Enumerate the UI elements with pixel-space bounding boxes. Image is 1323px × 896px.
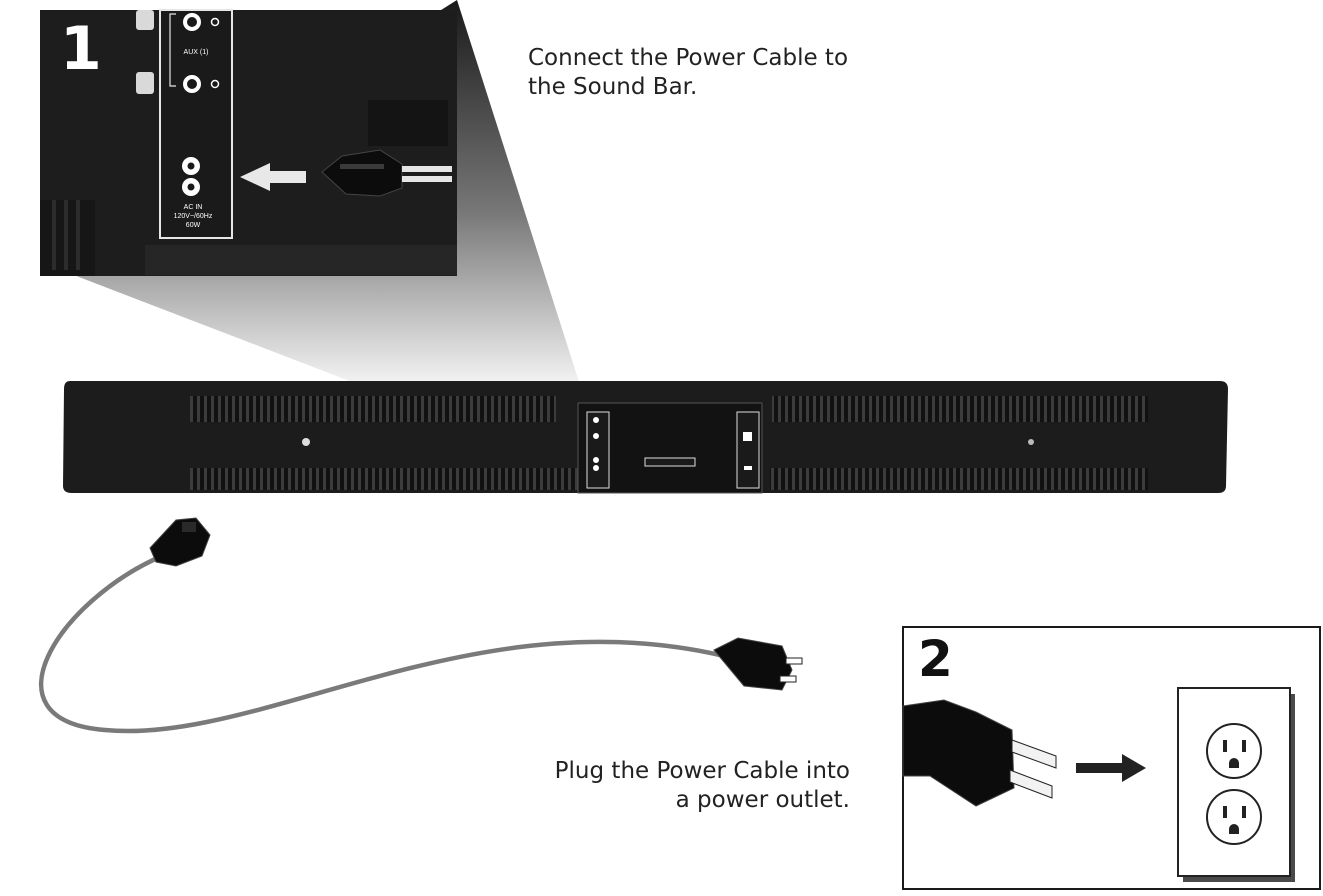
inset-power-plug-icon xyxy=(321,149,452,197)
inset-rear-panel: AUX (1) AC IN 120V~/60Hz 60W xyxy=(40,9,457,276)
sound-bar xyxy=(63,381,1228,494)
mount-hole-right xyxy=(1028,439,1034,445)
step2-instruction-line1: Plug the Power Cable into xyxy=(554,758,850,784)
ac-in-label-2: 120V~/60Hz xyxy=(174,213,213,220)
aux-jack-bottom xyxy=(183,75,201,93)
power-outlet-icon xyxy=(1177,687,1295,882)
power-cable xyxy=(38,553,721,734)
step1-instruction: Connect the Power Cable to the Sound Bar… xyxy=(528,44,848,102)
power-plug-icon xyxy=(713,637,803,691)
arrow-right-icon xyxy=(1076,754,1146,782)
mount-hole-left xyxy=(302,438,310,446)
step2-instruction: Plug the Power Cable into a power outlet… xyxy=(470,757,850,815)
power-connector-icon xyxy=(149,517,211,567)
step2-box xyxy=(902,626,1321,890)
arrow-left-icon xyxy=(240,163,306,191)
step1-number: 1 xyxy=(60,14,102,84)
ac-in-socket xyxy=(182,157,200,196)
step2-power-plug-icon xyxy=(902,699,1057,807)
aux-jack-top xyxy=(183,13,201,31)
step1-instruction-line2: the Sound Bar. xyxy=(528,74,698,100)
ac-in-label-1: AC IN xyxy=(184,204,203,211)
step1-instruction-line1: Connect the Power Cable to xyxy=(528,45,849,71)
connector-plate xyxy=(159,9,233,239)
ac-in-label-3: 60W xyxy=(186,222,201,229)
step2-number: 2 xyxy=(918,630,953,688)
step2-instruction-line2: a power outlet. xyxy=(675,787,850,813)
aux-label: AUX (1) xyxy=(184,49,209,56)
